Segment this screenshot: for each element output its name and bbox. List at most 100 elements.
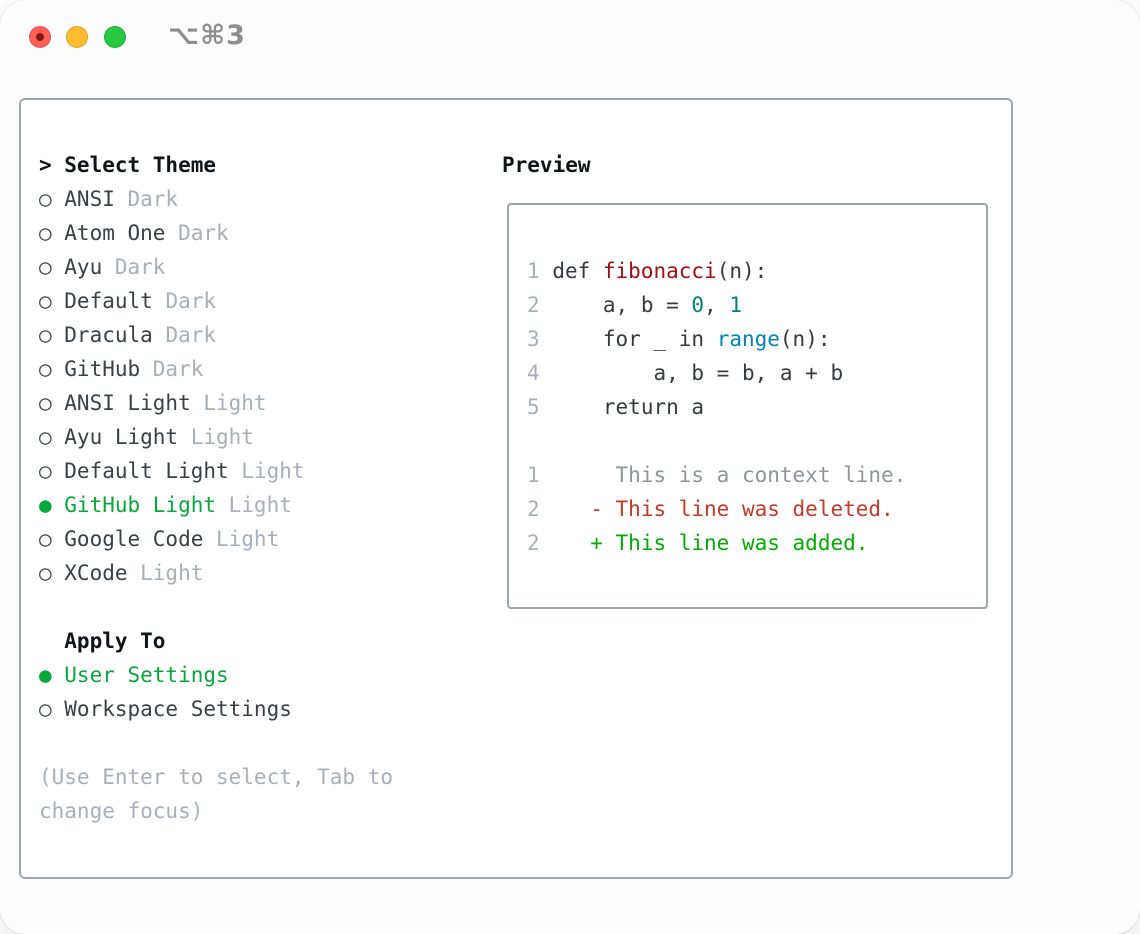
- token-plain: a, b =: [552, 293, 692, 317]
- radio-icon: ○: [39, 527, 52, 551]
- theme-name: Default Light: [64, 459, 229, 483]
- theme-option-dracula[interactable]: ○Dracula Dark: [39, 318, 393, 352]
- line-number: 3: [527, 327, 540, 351]
- theme-name: ANSI: [64, 187, 115, 211]
- theme-name: Google Code: [64, 527, 204, 551]
- main-panel: >Select Theme ○ ANSI Dark ○ Atom One Dark ○ A…: [19, 98, 1013, 879]
- line-number: 4: [527, 361, 540, 385]
- theme-variant: Dark: [152, 289, 217, 313]
- apply-option-workspace-settings[interactable]: ○ Workspace Settings: [39, 692, 393, 726]
- apply-to-list: ● User Settings ○ Workspace Settings: [39, 658, 393, 726]
- radio-icon: ○: [39, 221, 52, 245]
- radio-icon: ○: [39, 323, 52, 347]
- zoom-button[interactable]: [104, 26, 126, 48]
- token-builtin: range: [716, 327, 780, 351]
- token-plain: return a: [552, 395, 705, 419]
- theme-variant: Light: [216, 493, 292, 517]
- radio-icon: ○: [39, 459, 52, 483]
- apply-option-label: User Settings: [64, 663, 229, 687]
- theme-variant: Light: [178, 425, 254, 449]
- theme-name: GitHub: [64, 357, 141, 381]
- theme-option-github-light[interactable]: ● GitHub Light Light: [39, 488, 393, 522]
- radio-icon: ○: [39, 255, 52, 279]
- radio-icon: ○: [39, 561, 52, 585]
- line-number: 2: [527, 497, 540, 521]
- token-plain: ,: [704, 293, 730, 317]
- theme-variant: Dark: [114, 187, 179, 211]
- line-number: 2: [527, 293, 540, 317]
- theme-option-default-light[interactable]: ○ Default Light Light: [39, 454, 393, 488]
- code-line: 1 This is a context line.: [527, 458, 986, 492]
- token-func: fibonacci: [602, 259, 717, 283]
- line-number: 2: [527, 531, 540, 555]
- line-number: 5: [527, 395, 540, 419]
- theme-variant: Dark: [152, 323, 217, 347]
- code-line: 3 for _ in range(n):: [527, 322, 986, 356]
- radio-icon: ○: [39, 391, 52, 415]
- theme-option-ansi-light[interactable]: ○ANSI Light Light: [39, 386, 393, 420]
- theme-variant: Dark: [140, 357, 204, 381]
- token-added: + This line was added.: [552, 531, 869, 555]
- selected-radio-icon: ●: [39, 493, 52, 517]
- radio-icon: ○: [39, 697, 52, 721]
- code-line: 5 return a: [527, 390, 986, 424]
- code-line: [527, 424, 986, 458]
- line-number: 1: [527, 463, 540, 487]
- theme-option-atom-one[interactable]: ○ Atom One Dark: [39, 216, 393, 250]
- apply-option-label: Workspace Settings: [64, 697, 292, 721]
- theme-variant: Light: [203, 527, 280, 551]
- token-plain: def: [552, 259, 603, 283]
- preview-header: Preview: [502, 153, 591, 177]
- theme-option-default[interactable]: ○ Default Dark: [39, 284, 393, 318]
- token-num: 0: [691, 293, 705, 317]
- radio-icon: ○: [39, 425, 52, 449]
- window-title: ⌥⌘3: [168, 20, 246, 51]
- close-button[interactable]: [29, 26, 51, 48]
- apply-option-user-settings[interactable]: ● User Settings: [39, 658, 393, 692]
- token-plain: (n):: [716, 259, 768, 283]
- token-plain: a, b = b, a + b: [552, 361, 844, 385]
- select-theme-header: >Select Theme: [39, 148, 393, 182]
- line-number: 1: [527, 259, 540, 283]
- theme-option-google-code[interactable]: ○ Google Code Light: [39, 522, 393, 556]
- spacer: [39, 590, 393, 624]
- theme-variant: Light: [228, 459, 305, 483]
- minimize-button[interactable]: [66, 26, 88, 48]
- theme-selector-column: >Select Theme ○ ANSI Dark ○ Atom One Dark ○ A…: [39, 148, 393, 828]
- code-line: 2 + This line was added.: [527, 526, 986, 560]
- theme-name: Default: [64, 289, 153, 313]
- theme-option-xcode[interactable]: ○ XCode Light: [39, 556, 393, 590]
- radio-icon: ○: [39, 187, 52, 211]
- theme-name: GitHub Light: [64, 493, 216, 517]
- apply-to-header: Apply To: [64, 629, 166, 653]
- selected-radio-icon: ●: [39, 663, 52, 687]
- theme-name: Ayu Light: [64, 425, 179, 449]
- code-line: 4 a, b = b, a + b: [527, 356, 986, 390]
- theme-name: Ayu: [64, 255, 103, 279]
- code-line: 1 def fibonacci(n):: [527, 254, 986, 288]
- code-line: 2 - This line was deleted.: [527, 492, 986, 526]
- select-theme-header-label: Select Theme: [64, 153, 216, 177]
- token-context: This is a context line.: [552, 463, 907, 487]
- theme-name: ANSI Light: [64, 391, 191, 415]
- theme-name: XCode: [64, 561, 128, 585]
- theme-option-ansi[interactable]: ○ ANSI Dark: [39, 182, 393, 216]
- theme-option-github[interactable]: ○ GitHub Dark: [39, 352, 393, 386]
- radio-icon: ○: [39, 357, 52, 381]
- theme-name: Atom One: [64, 221, 166, 245]
- theme-variant: Light: [127, 561, 204, 585]
- title-bar: ⌥⌘3: [0, 0, 1140, 74]
- theme-variant: Dark: [102, 255, 166, 279]
- radio-icon: ○: [39, 289, 52, 313]
- token-deleted: - This line was deleted.: [552, 497, 894, 521]
- theme-variant: Dark: [165, 221, 229, 245]
- code-line: 2 a, b = 0, 1: [527, 288, 986, 322]
- theme-option-ayu[interactable]: ○ Ayu Dark: [39, 250, 393, 284]
- spacer: [39, 726, 393, 760]
- theme-list: ○ ANSI Dark ○ Atom One Dark ○ Ayu Dark ○ Defaul…: [39, 182, 393, 590]
- theme-option-ayu-light[interactable]: ○ Ayu Light Light: [39, 420, 393, 454]
- token-num: 1: [729, 293, 742, 317]
